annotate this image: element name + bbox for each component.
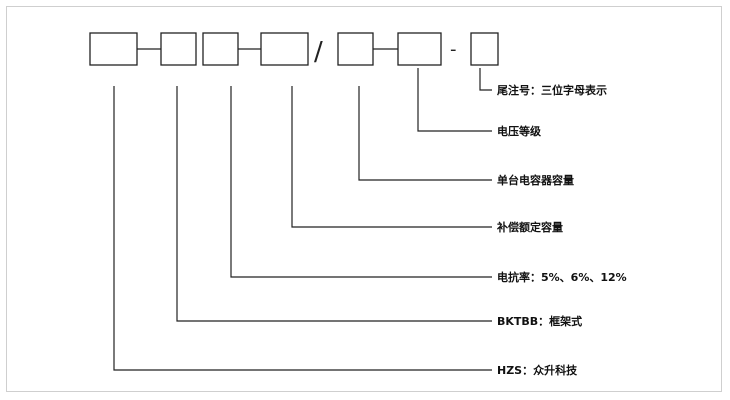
leader-company (113, 86, 492, 371)
code-box-company (89, 32, 138, 66)
leader-reactance (230, 86, 492, 278)
code-box-voltage (397, 32, 442, 66)
dash-separator: - (450, 39, 457, 60)
code-box-compensation (260, 32, 309, 66)
label-suffix: 尾注号：三位字母表示 (496, 83, 607, 97)
leader-compensation (291, 86, 492, 228)
leader-single-capacity (358, 86, 492, 181)
leader-suffix (479, 68, 492, 91)
code-box-single-capacity (337, 32, 374, 66)
label-company: HZS：众升科技 (497, 363, 578, 377)
label-reactance-rate: 电抗率：5%、6%、12% (497, 270, 627, 284)
code-box-reactance (202, 32, 239, 66)
slash-separator: / (314, 37, 323, 67)
label-voltage-level: 电压等级 (497, 124, 542, 138)
code-box-suffix (470, 32, 499, 66)
code-box-frame-type (160, 32, 197, 66)
label-compensation-capacity: 补偿额定容量 (496, 220, 563, 234)
leader-frame-type (176, 86, 492, 322)
label-frame-type: BKTBB：框架式 (497, 314, 582, 328)
diagram-frame (6, 6, 722, 392)
leader-voltage (417, 68, 492, 132)
label-single-capacity: 单台电容器容量 (497, 173, 574, 187)
